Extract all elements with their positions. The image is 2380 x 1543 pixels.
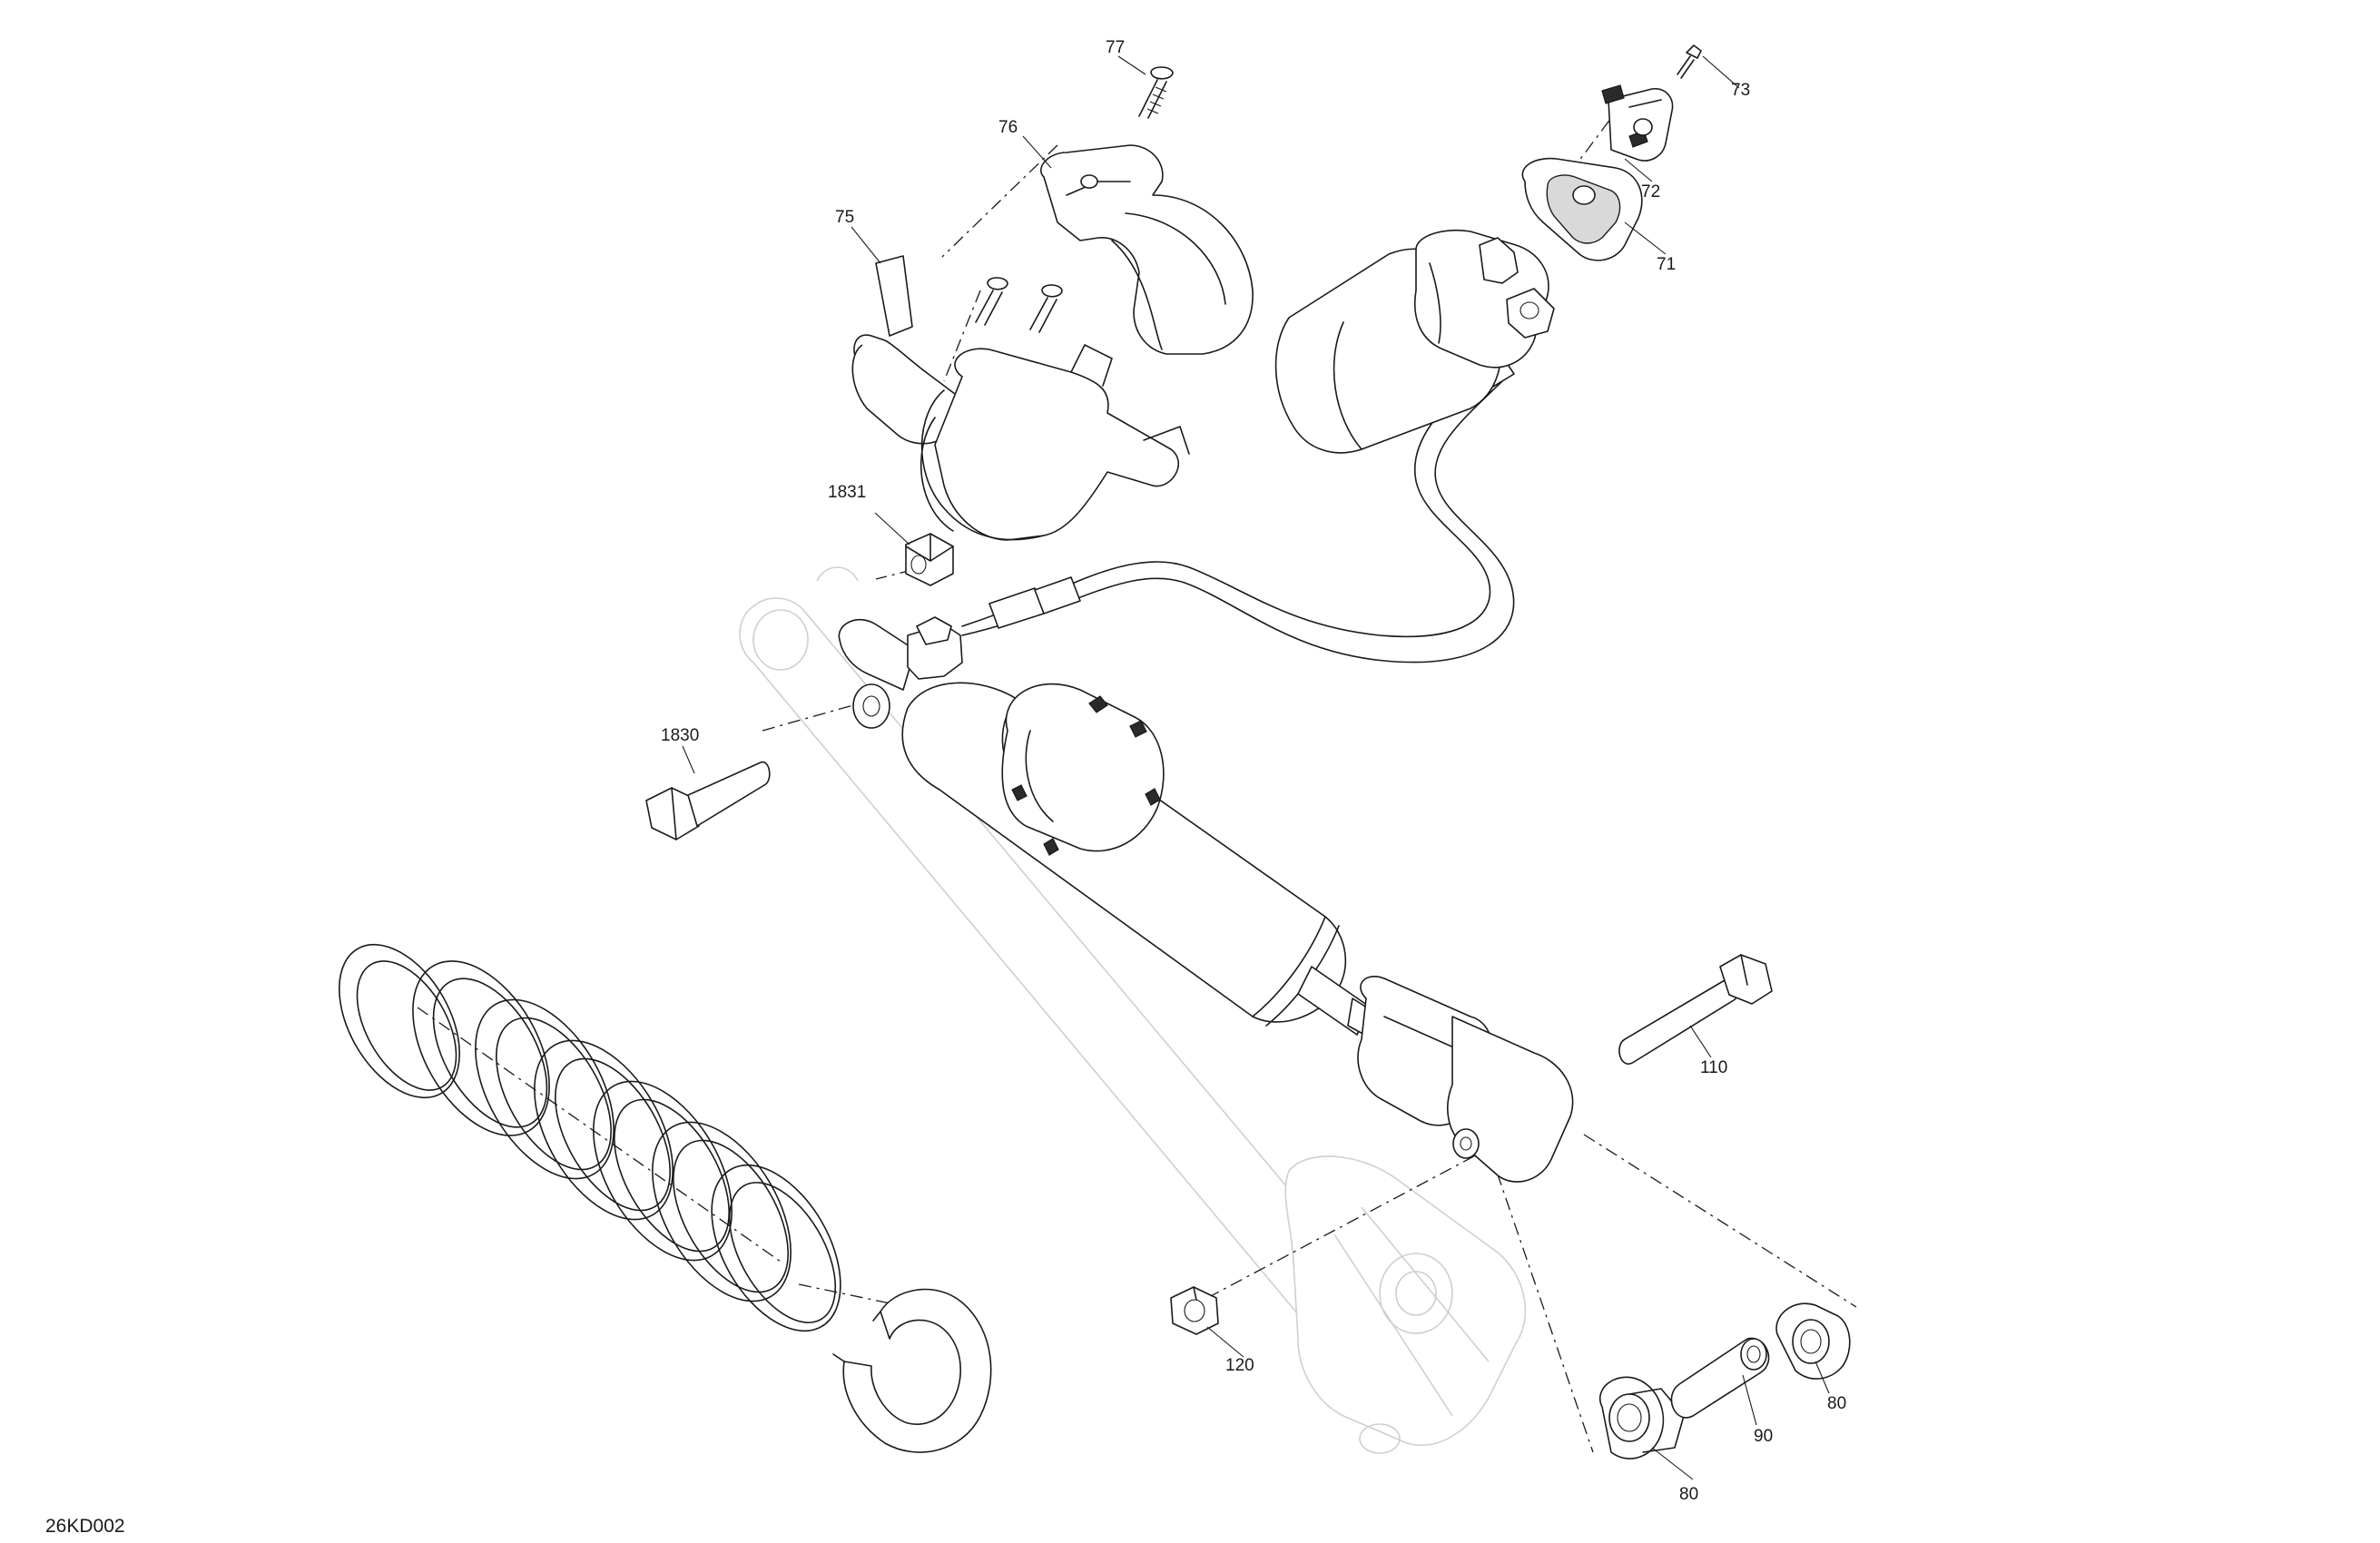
clamp-screws	[975, 277, 1063, 333]
callout-72: 72	[1641, 182, 1660, 201]
part-90-sleeve	[1670, 1337, 1770, 1419]
callout-90: 90	[1754, 1427, 1773, 1446]
callout-80-upper: 80	[1827, 1394, 1846, 1413]
part-72-bracket	[1601, 84, 1674, 162]
part-1831-nut	[905, 533, 954, 586]
part-73-screw	[1677, 44, 1702, 79]
shock-absorber-body	[838, 616, 1574, 1183]
spring-seat	[832, 1288, 992, 1453]
part-77-screw	[1138, 66, 1174, 119]
callout-1831: 1831	[828, 483, 866, 502]
callout-labels: 77 76 75 1831 1830 73 72 71 110 120 80 9…	[661, 38, 1846, 1504]
part-120-nut	[1170, 1286, 1219, 1335]
callout-71: 71	[1657, 255, 1676, 274]
part-80-bushing-upper	[1775, 1302, 1851, 1380]
part-110-bolt	[1618, 954, 1773, 1065]
callout-73: 73	[1731, 81, 1750, 100]
callout-80-lower: 80	[1679, 1485, 1698, 1504]
coil-spring	[338, 943, 841, 1332]
callout-110: 110	[1700, 1058, 1727, 1077]
part-76-upper-clamp	[1040, 144, 1254, 355]
callout-77: 77	[1106, 38, 1125, 57]
callout-1830: 1830	[661, 726, 699, 745]
diagram-code: 26KD002	[45, 1516, 125, 1537]
callout-120: 120	[1225, 1356, 1254, 1375]
leader-lines	[682, 55, 1830, 1480]
part-71-reservoir-clamp	[1521, 157, 1643, 261]
part-1830-bolt	[645, 761, 771, 840]
remote-reservoir	[1274, 229, 1555, 454]
callout-76: 76	[998, 118, 1018, 137]
callout-75: 75	[835, 208, 854, 227]
ghost-bellcrank	[1284, 1155, 1527, 1454]
part-75-harness-clamp	[851, 255, 1190, 541]
part-80-bushing-lower	[1599, 1376, 1685, 1459]
